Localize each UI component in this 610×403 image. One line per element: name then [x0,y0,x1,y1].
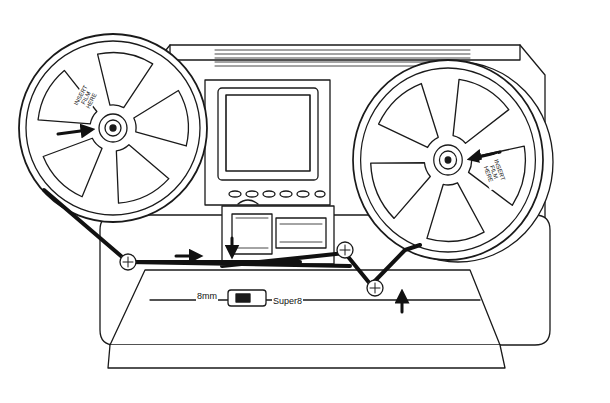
format-label: 8mm [196,291,218,302]
format-label: Super8 [272,296,303,307]
